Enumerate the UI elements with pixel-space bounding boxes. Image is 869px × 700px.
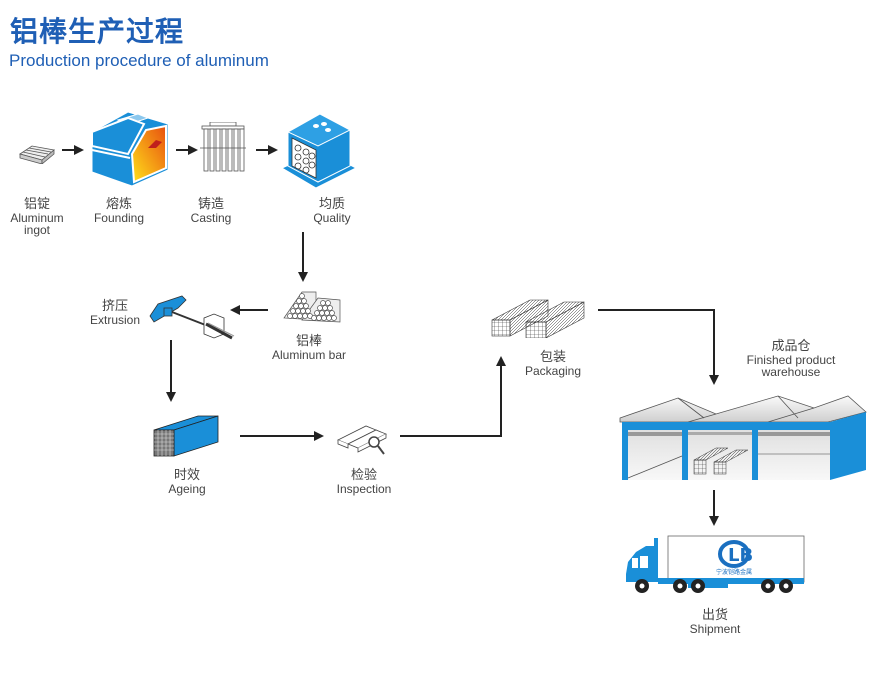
step-warehouse-zh: 成品仓 <box>771 339 811 354</box>
arrow-packaging-warehouse <box>598 309 719 385</box>
extrusion-press-icon <box>149 295 235 340</box>
warehouse-icon <box>619 395 867 480</box>
step-warehouse-en-line1: Finished product <box>746 353 836 367</box>
step-quality-zh: 均质 <box>318 197 345 212</box>
step-warehouse-en-line2: warehouse <box>761 365 821 379</box>
wheels <box>635 579 793 593</box>
step-shipment-zh: 出货 <box>701 608 728 623</box>
arrow-inspection-packaging <box>400 356 506 437</box>
company-logo: LB 宁波铠路金属 <box>716 540 753 576</box>
step-ageing: 时效 Ageing <box>152 468 222 495</box>
step-inspection-en: Inspection <box>336 482 392 496</box>
homogenizing-furnace-icon <box>280 113 356 189</box>
magnifier-profile-icon <box>337 425 387 455</box>
step-founding-en: Founding <box>93 211 145 225</box>
step-shipment: 出货 Shipment <box>680 608 750 635</box>
step-ageing-en: Ageing <box>168 482 206 496</box>
step-ingot-zh: 铝锭 <box>23 197 50 212</box>
step-ingot-en-line2: ingot <box>23 223 51 237</box>
logo-letters: LB <box>728 545 753 566</box>
step-founding: 熔炼 Founding <box>84 197 154 224</box>
ageing-oven-icon <box>153 415 219 457</box>
step-packaging-en: Packaging <box>524 364 582 378</box>
step-ageing-zh: 时效 <box>173 468 200 483</box>
step-inspection-zh: 检验 <box>350 468 377 483</box>
truck-icon: LB 宁波铠路金属 <box>626 535 805 593</box>
step-warehouse: 成品仓 Finished product warehouse <box>736 339 846 378</box>
step-extrusion-zh: 挤压 <box>101 299 128 314</box>
package-bundle-icon <box>491 299 585 338</box>
step-ingot-en-line1: Aluminum <box>10 211 64 225</box>
step-bar-zh: 铝棒 <box>295 334 322 349</box>
page-subtitle: Production procedure of aluminum <box>9 51 269 70</box>
step-ingot: 铝锭 Aluminum ingot <box>2 197 72 236</box>
step-shipment-en: Shipment <box>689 622 741 636</box>
furnace-icon <box>91 111 169 187</box>
bar-pile-icon <box>283 291 341 323</box>
step-packaging-zh: 包装 <box>539 350 566 365</box>
step-quality: 均质 Quality <box>297 197 367 224</box>
page-title: 铝棒生产过程 <box>10 15 185 48</box>
step-extrusion-en: Extrusion <box>89 313 141 327</box>
step-extrusion: 挤压 Extrusion <box>80 299 150 326</box>
step-casting: 铸造 Casting <box>176 197 246 224</box>
step-casting-en: Casting <box>190 211 232 225</box>
step-founding-zh: 熔炼 <box>105 197 132 212</box>
step-inspection: 检验 Inspection <box>326 468 402 495</box>
step-bar-en: Aluminum bar <box>271 348 347 362</box>
casting-mold-icon <box>200 122 246 172</box>
ingot-stack-icon <box>19 145 55 164</box>
logo-company-name: 宁波铠路金属 <box>716 568 752 576</box>
step-bar: 铝棒 Aluminum bar <box>264 334 354 361</box>
step-packaging: 包装 Packaging <box>516 350 590 377</box>
step-quality-en: Quality <box>313 211 351 225</box>
step-casting-zh: 铸造 <box>197 197 224 212</box>
